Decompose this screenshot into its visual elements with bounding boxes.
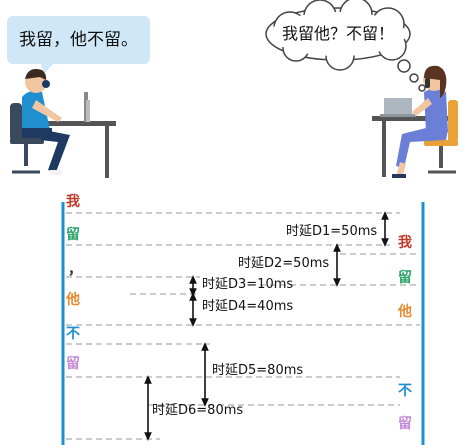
delay-label-d6: 时延D6=80ms [152,403,244,418]
received-char: 我 [398,235,412,251]
right-chair-back [448,100,458,142]
right-chair-post [439,146,443,168]
left-person-hair [25,69,47,80]
delay-label-d1: 时延D1=50ms [286,224,378,239]
received-char: 留 [398,416,412,432]
right-person-top [424,89,448,132]
left-person-shoe [50,170,62,175]
right-person-phone [425,78,430,88]
received-char: 他 [398,304,412,320]
left-chair-seat [10,138,44,144]
received-char: 不 [398,383,412,399]
right-chair-seat [424,140,458,146]
delay-label-d3: 时延D3=10ms [202,277,294,292]
sent-char: ， [68,262,82,278]
right-person-illustration [372,65,458,178]
sent-char: 留 [66,356,80,372]
thought-dot-1 [397,59,411,73]
right-desk-top [372,116,454,121]
right-person-hair [424,65,447,98]
speech-bubble-text: 我留，他不留。 [19,30,138,50]
left-person-legs [40,130,70,172]
right-desk-leg [382,121,386,177]
sent-char: 他 [66,292,80,308]
left-monitor-side [86,100,90,122]
delay-label-d4: 时延D4=40ms [202,299,294,314]
thought-cloud [265,0,426,92]
right-laptop-base [380,114,416,117]
bubble-tail [40,62,55,74]
left-person-illustration [10,69,116,178]
thought-dot-2 [409,73,419,83]
left-desk-top [48,121,116,126]
sent-char: 我 [66,194,80,210]
right-person-legs [396,128,448,168]
right-laptop [384,98,412,116]
left-person-shirt [22,90,50,132]
left-person-headset [42,80,50,88]
delay-label-d2: 时延D2=50ms [238,256,330,271]
delay-label-d5: 时延D5=80ms [212,363,304,378]
left-chair-back [10,103,22,141]
thought-dot-3 [418,84,426,92]
thought-cloud-text: 我留他？不留！ [281,24,394,43]
left-desk-leg [105,126,109,178]
received-char: 留 [398,270,412,286]
left-person-arm [32,100,62,122]
sent-char: 不 [66,326,80,342]
left-chair-post [24,144,28,166]
sent-char: 留 [66,227,80,243]
right-person-shoe [392,174,406,178]
speech-bubble [7,16,150,64]
right-person-arm [412,98,432,116]
left-person-hips [22,128,52,138]
